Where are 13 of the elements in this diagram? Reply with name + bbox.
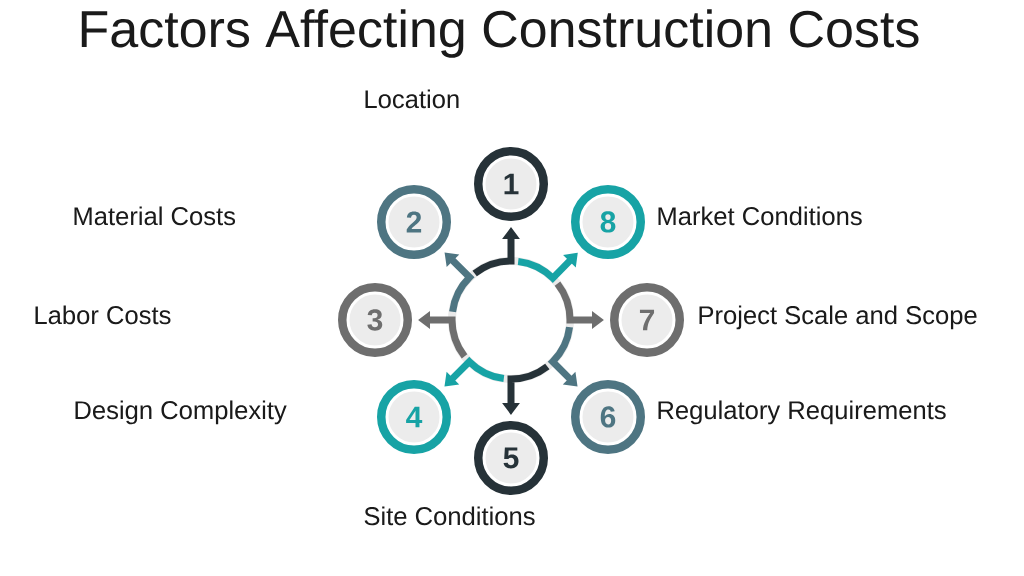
factor-label: Design Complexity	[75, 400, 287, 425]
title: Factors Affecting Construction Costs	[81, 9, 919, 58]
factor-label: Market Conditions	[658, 206, 862, 226]
factor-label: Project Scale and Scope	[699, 305, 977, 330]
arrow	[549, 326, 578, 387]
arrow	[444, 358, 505, 387]
factor-label: Site Conditions	[364, 506, 535, 526]
arrow	[444, 252, 474, 313]
factor-label: Location	[365, 89, 459, 109]
ring	[448, 257, 574, 383]
factor-label: Regulatory Requirements	[658, 400, 946, 425]
factor-label: Material Costs	[74, 206, 236, 226]
factor-label: Labor Costs	[35, 305, 171, 325]
